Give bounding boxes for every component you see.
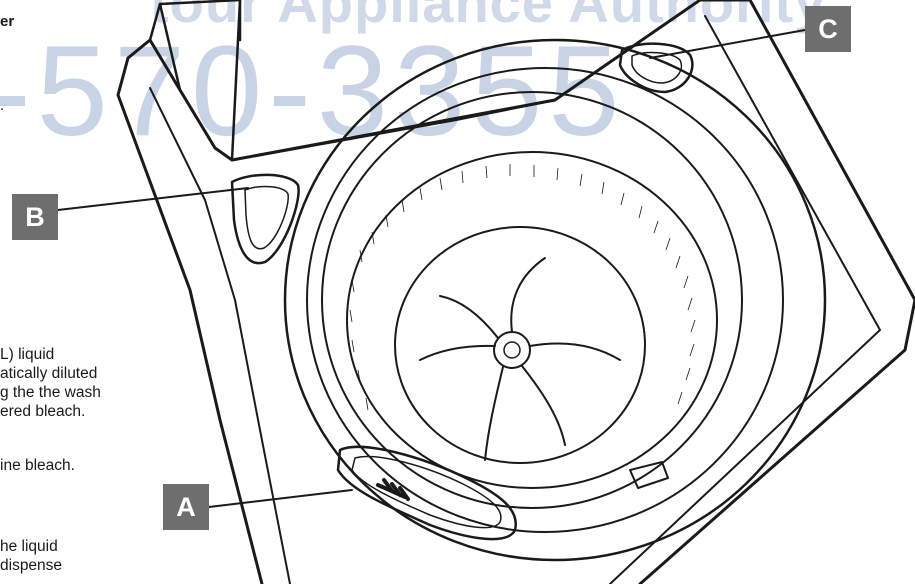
tub-rim — [321, 91, 743, 509]
callout-c: C — [805, 6, 851, 52]
tub-opening-outer — [283, 38, 827, 562]
impeller-vane-5 — [419, 344, 496, 361]
dispenser-c-shape — [618, 42, 694, 94]
impeller-vane-2 — [529, 342, 621, 361]
cabinet-bottom-right — [638, 348, 907, 584]
leader-line-b — [57, 187, 249, 211]
tub-opening-ring — [306, 67, 784, 533]
dispenser-a-shape — [336, 445, 518, 541]
bleach-note: ine bleach. — [0, 457, 75, 474]
bleach-description-line: atically diluted — [0, 365, 98, 382]
basket-perforations — [349, 164, 696, 411]
callout-a: A — [163, 484, 209, 530]
impeller-hub — [493, 331, 531, 369]
impeller-hub-inner — [503, 341, 521, 359]
leader-line-a — [208, 489, 353, 508]
leader-line-c — [649, 29, 806, 59]
dispenser-a-inner — [351, 455, 502, 529]
dispenser-b-shape — [230, 173, 300, 265]
lid-rim — [230, 0, 242, 162]
bleach-description-line: ered bleach. — [0, 403, 86, 420]
dispenser-b-inner — [244, 185, 289, 250]
cabinet-left — [116, 56, 264, 584]
cabinet-right-side — [903, 298, 915, 352]
bleach-description-line: L) liquid — [0, 346, 55, 363]
text-fragment-dot: . — [0, 97, 5, 114]
impeller-vane-3 — [521, 365, 566, 446]
basket-inner — [394, 226, 646, 464]
bleach-description-line: g the the wash — [0, 384, 101, 401]
dispense-note-line: dispense — [0, 557, 63, 574]
dispense-note-line: he liquid — [0, 538, 58, 555]
lid-switch — [629, 461, 669, 489]
impeller-vane-1 — [510, 257, 546, 333]
bleach-description: L) liquid atically diluted g the the was… — [0, 345, 101, 421]
dispenser-c-inner — [631, 51, 683, 84]
callout-b: B — [12, 194, 58, 240]
dispense-note: he liquid dispense — [0, 537, 62, 575]
dispenser-a-grip — [376, 478, 410, 501]
lid-edge — [158, 2, 234, 162]
impeller-vane-4 — [484, 366, 504, 461]
deck-inner — [149, 87, 291, 584]
text-fragment-top: er — [0, 13, 15, 30]
cabinet-outline — [126, 0, 915, 302]
impeller-vane-6 — [439, 295, 499, 339]
deck-inner-right — [609, 15, 881, 584]
basket-wall — [346, 151, 718, 489]
